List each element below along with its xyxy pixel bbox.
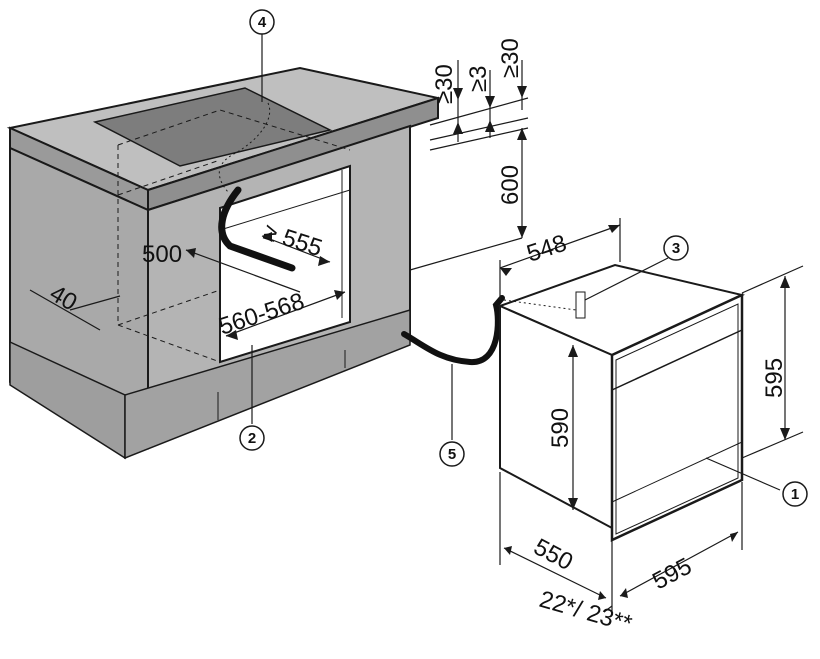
dim-oven-height-inner: 590 [547,408,574,448]
hidden-niche-outline [117,109,351,363]
dim-oven-depth-bottom: 550 [529,533,577,576]
dim-top-clearance-2: ≥3 [465,65,492,92]
cabinet-plinth-front [124,308,411,460]
callout-1: 1 [782,481,808,507]
callout-3: 3 [663,235,689,261]
callout-5: 5 [439,441,465,467]
callout-2: 2 [239,425,265,451]
niche-power-cable [218,186,296,272]
cooktop-cable-dotted [218,102,271,193]
svg-text:1: 1 [791,486,799,503]
oven-front-frame [615,303,739,535]
dim-niche-height: 600 [497,165,524,205]
oven-power-cable [401,295,505,365]
dim-top-clearance-1: ≥30 [431,64,458,104]
oven-front [610,293,744,542]
dim-top-clearance-3: ≥30 [497,38,524,78]
cooktop [92,87,333,167]
oven-control-strip [611,329,743,391]
svg-text:4: 4 [258,14,267,31]
dim-niche-width-side: 500 [142,241,182,268]
svg-text:3: 3 [672,240,680,257]
oven-door-line [611,441,743,503]
svg-text:2: 2 [248,430,256,447]
niche-shelf-line [219,189,351,231]
oven [497,263,746,542]
cabinet [6,66,442,460]
dim-oven-depth-top: 548 [524,230,570,268]
dim-front-thickness: 22*/ 23** [536,586,635,638]
arrowheads [186,86,790,600]
callout-4: 4 [249,9,275,35]
oven-connection-box [575,291,586,319]
svg-text:5: 5 [448,446,456,463]
dim-oven-height: 595 [761,358,788,398]
callouts: 4 3 2 5 1 [239,9,808,507]
